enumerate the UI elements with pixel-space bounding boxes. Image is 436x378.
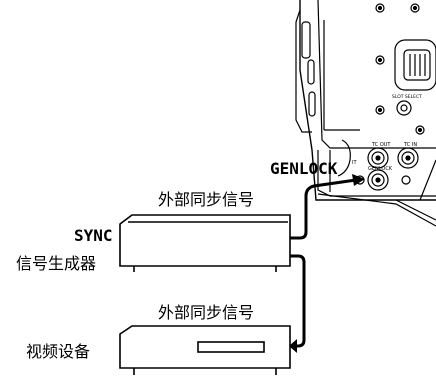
slot-select-label: SLOT SELECT bbox=[392, 94, 422, 100]
sync-cable-to-video bbox=[290, 254, 306, 348]
external-sync-label-2: 外部同步信号 bbox=[158, 303, 254, 322]
genlock-small-label: GENLOCK bbox=[368, 166, 393, 172]
genlock-label: GENLOCK bbox=[270, 159, 338, 178]
arrow-to-genlock bbox=[352, 174, 365, 186]
tc-in-label: TC IN bbox=[403, 142, 417, 148]
tc-out-label: TC OUT bbox=[371, 142, 391, 148]
external-sync-label-1: 外部同步信号 bbox=[158, 190, 254, 209]
camera-illustration bbox=[295, 0, 436, 227]
sync-cable-to-camera bbox=[290, 178, 357, 240]
video-device-label: 视频设备 bbox=[26, 342, 90, 361]
sync-label-line2: 信号生成器 bbox=[16, 254, 96, 273]
video-device bbox=[119, 325, 291, 375]
sync-generator-device bbox=[119, 214, 291, 272]
arrow-to-video-device bbox=[289, 339, 297, 353]
sync-label-line1: SYNC bbox=[74, 226, 113, 245]
it-label: IT bbox=[352, 160, 357, 166]
